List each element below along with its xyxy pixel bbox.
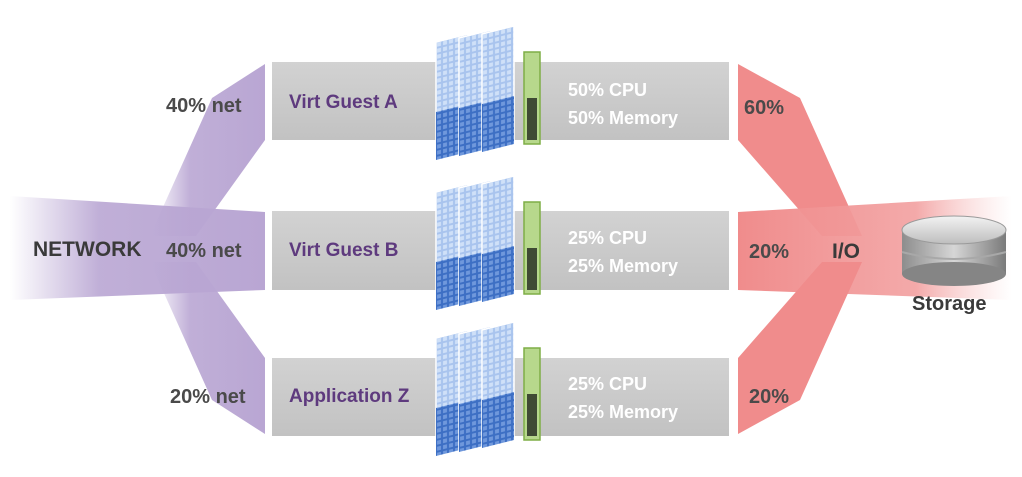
network-label: NETWORK	[33, 238, 142, 261]
server-stack-row-2	[435, 175, 541, 311]
network-fan-bottom	[150, 262, 265, 434]
cpu-share-row-2: 25% CPU	[568, 228, 648, 248]
io-share-row-3: 20%	[749, 386, 790, 408]
io-label: I/O	[832, 240, 861, 263]
memory-share-row-1: 50% Memory	[568, 108, 679, 128]
net-share-row-3: 20% net	[170, 386, 246, 408]
cpu-share-row-1: 50% CPU	[568, 80, 648, 100]
guest-name-row-3: Application Z	[289, 386, 410, 407]
net-share-row-1: 40% net	[166, 95, 242, 117]
guest-name-row-1: Virt Guest A	[289, 92, 398, 113]
memory-share-row-2: 25% Memory	[568, 256, 679, 276]
io-share-row-1: 60%	[744, 97, 785, 119]
network-fan	[10, 64, 265, 434]
io-fan-bottom	[738, 262, 862, 434]
storage-label: Storage	[912, 293, 987, 315]
server-stack-row-1	[435, 25, 541, 161]
net-share-row-2: 40% net	[166, 240, 242, 262]
memory-share-row-3: 25% Memory	[568, 402, 679, 422]
storage-disk-icon	[901, 215, 1007, 286]
io-share-row-2: 20%	[749, 241, 790, 263]
io-fan-top	[738, 64, 862, 236]
cpu-share-row-3: 25% CPU	[568, 374, 648, 394]
guest-name-row-2: Virt Guest B	[289, 240, 399, 261]
server-stack-row-3	[435, 321, 541, 457]
network-fan-top	[150, 64, 265, 236]
